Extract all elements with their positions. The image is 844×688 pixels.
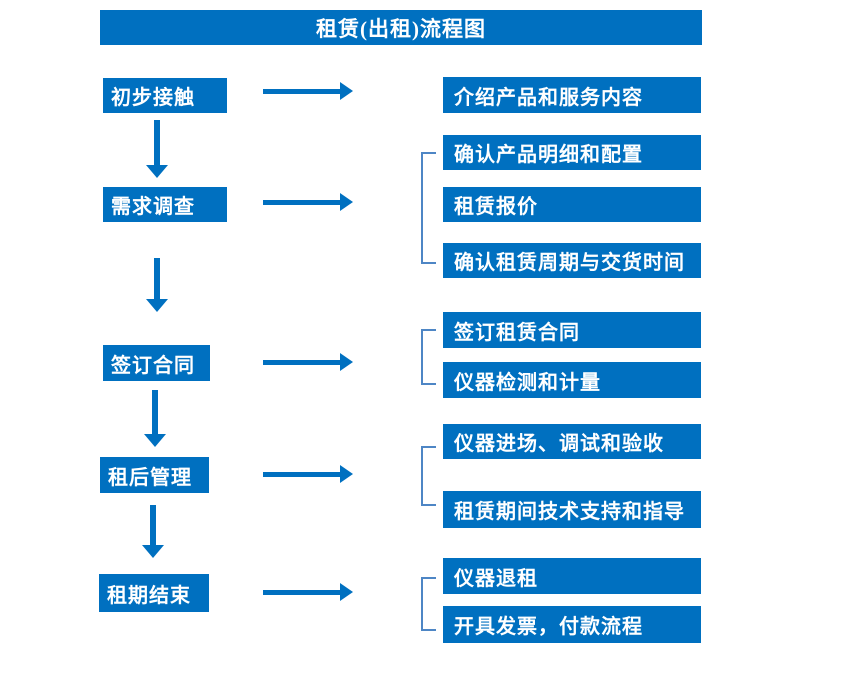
step-box-initial-contact: 初步接触 bbox=[103, 78, 227, 113]
output-box-invoice-payment: 开具发票，付款流程 bbox=[443, 606, 701, 643]
right-arrow-5 bbox=[263, 583, 353, 601]
output-box-confirm-period-delivery: 确认租赁周期与交货时间 bbox=[443, 243, 701, 278]
down-arrow-1 bbox=[146, 120, 168, 178]
group-bracket-sign-contract bbox=[421, 329, 436, 385]
right-arrow-1 bbox=[263, 82, 353, 100]
right-arrow-4 bbox=[263, 465, 353, 483]
down-arrow-3 bbox=[144, 390, 166, 447]
output-box-introduce-products: 介绍产品和服务内容 bbox=[443, 77, 701, 113]
group-bracket-demand-survey bbox=[421, 152, 436, 264]
output-box-rental-quote: 租赁报价 bbox=[443, 187, 701, 222]
output-box-instrument-setup-acceptance: 仪器进场、调试和验收 bbox=[443, 424, 701, 459]
step-box-sign-contract: 签订合同 bbox=[103, 345, 210, 381]
output-box-instrument-return: 仪器退租 bbox=[443, 558, 701, 594]
down-arrow-4 bbox=[142, 505, 164, 558]
step-box-lease-end: 租期结束 bbox=[99, 574, 209, 612]
output-box-tech-support: 租赁期间技术支持和指导 bbox=[443, 491, 701, 528]
output-box-confirm-product-details: 确认产品明细和配置 bbox=[443, 135, 701, 170]
group-bracket-lease-end bbox=[421, 577, 436, 631]
down-arrow-2 bbox=[146, 258, 168, 312]
group-bracket-post-rental bbox=[421, 446, 436, 506]
right-arrow-2 bbox=[263, 193, 353, 211]
right-arrow-3 bbox=[263, 353, 353, 371]
step-box-post-rental-management: 租后管理 bbox=[100, 457, 209, 493]
step-box-demand-survey: 需求调查 bbox=[103, 187, 227, 222]
flowchart-title: 租赁(出租)流程图 bbox=[100, 10, 702, 45]
output-box-sign-lease-contract: 签订租赁合同 bbox=[443, 312, 701, 348]
output-box-instrument-testing: 仪器检测和计量 bbox=[443, 362, 701, 398]
